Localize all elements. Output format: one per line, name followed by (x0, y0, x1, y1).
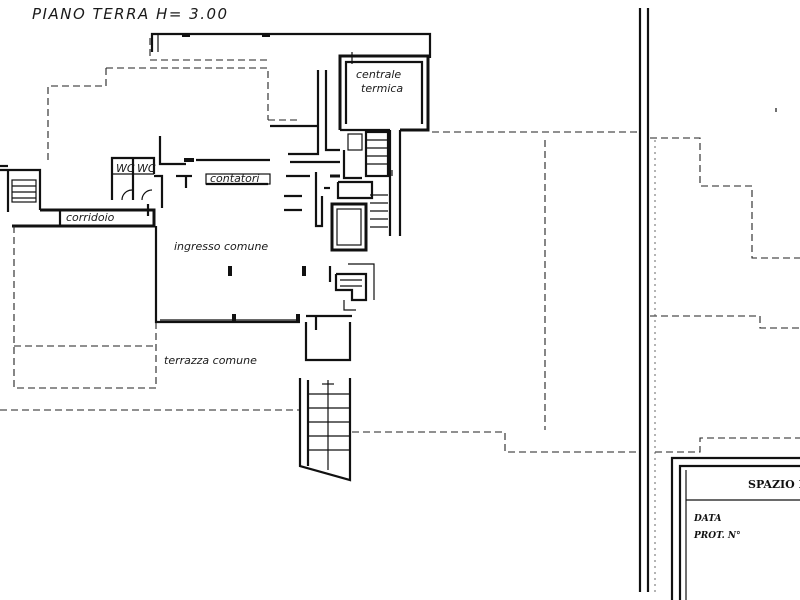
room-label-termica: termica (361, 82, 403, 95)
label-contatori: contatori (210, 172, 259, 185)
centrale-termica-room: centrale termica (338, 52, 430, 132)
external-stair (298, 378, 352, 482)
west-wing-outline (0, 226, 300, 411)
title-block: SPAZIO R DATA PROT. N° (670, 456, 800, 600)
label-wc-left: WC (116, 162, 135, 175)
corridoio-area: corridoio (12, 204, 156, 228)
contatori-meter-box: contatori (205, 172, 271, 185)
top-wall (150, 32, 432, 58)
room-label-centrale: centrale (356, 68, 401, 81)
ingresso-comune-hall: ingresso comune (154, 226, 352, 324)
hall-stair (334, 263, 375, 311)
lift-shaft (330, 133, 374, 252)
stamp-data-label: DATA (693, 514, 722, 524)
label-ingresso: ingresso comune (174, 240, 268, 253)
boundary-wall-lines (638, 8, 656, 592)
label-corridoio: corridoio (66, 211, 115, 224)
staircase (364, 130, 402, 236)
entrance-stair (0, 164, 42, 212)
wc-rooms: WC WC (110, 156, 192, 208)
label-wc-right: WC (137, 162, 156, 175)
terrazza-comune: terrazza comune (164, 316, 352, 367)
plan-title: PIANO TERRA H= 3.00 (32, 5, 229, 23)
stamp-header: SPAZIO R (748, 478, 800, 491)
neighbouring-building-outline (352, 131, 800, 453)
stamp-prot-label: PROT. N° (693, 531, 741, 541)
misc-details (184, 108, 777, 176)
interior-walls (158, 70, 340, 228)
upper-floor-outline (47, 38, 300, 160)
label-terrazza: terrazza comune (164, 354, 257, 367)
